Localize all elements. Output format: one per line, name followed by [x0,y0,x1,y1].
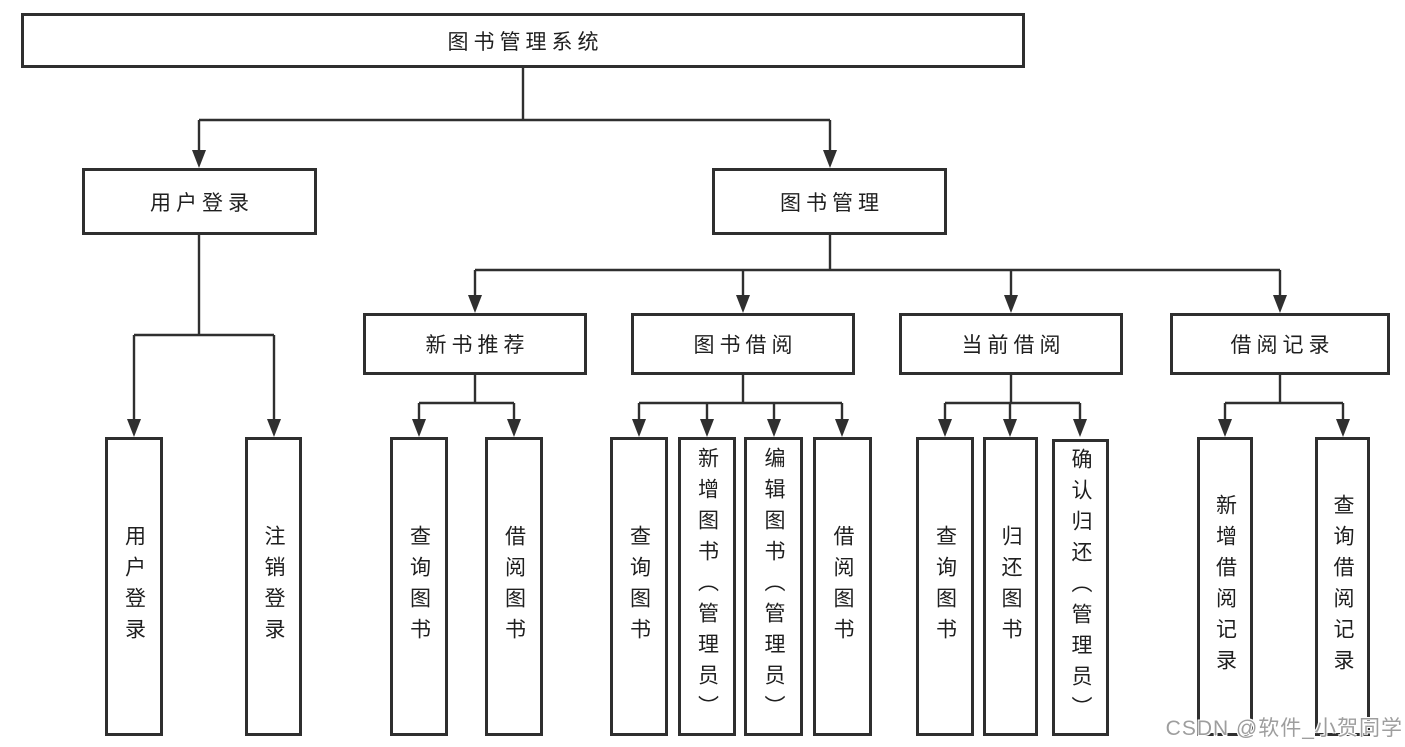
leaf-borrow-add-books-admin: 新增图书（管理员） [678,437,736,736]
leaf-borrow-borrow-books: 借阅图书 [813,437,872,736]
leaf-current-query-books: 查询图书 [916,437,974,736]
connector-book-mgmt-to-level3 [473,235,1282,297]
arrowheads [127,150,1350,437]
leaf-newrec-borrow-books-label: 借阅图书 [502,524,526,649]
leaf-borrow-add-books-admin-label: 新增图书（管理员） [695,447,719,726]
node-book-management-label: 图书管理 [780,191,884,215]
connector-current-borrow-to-leaves [943,375,1082,421]
node-book-borrowing-label: 图书借阅 [693,334,798,357]
leaf-user-login-label: 用户登录 [122,524,146,649]
leaf-current-confirm-return-admin-label: 确认归还（管理员） [1069,448,1092,727]
node-book-management: 图书管理 [712,168,947,235]
connector-records-to-leaves [1223,375,1345,421]
node-root-label: 图书管理系统 [447,30,604,54]
leaf-logout-label: 注销登录 [262,524,285,649]
leaf-borrow-query-books: 查询图书 [610,437,668,736]
leaf-borrow-query-books-label: 查询图书 [627,524,651,649]
leaf-borrow-edit-books-admin-label: 编辑图书（管理员） [762,447,785,726]
leaf-user-login: 用户登录 [105,437,163,736]
node-borrowing-records: 借阅记录 [1170,313,1390,375]
leaf-current-query-books-label: 查询图书 [933,524,957,649]
node-book-borrowing: 图书借阅 [631,313,855,375]
node-new-book-recommend-label: 新书推荐 [425,334,530,357]
node-borrowing-records-label: 借阅记录 [1230,334,1335,357]
leaf-newrec-query-books: 查询图书 [390,437,448,736]
node-new-book-recommend: 新书推荐 [363,313,587,375]
leaf-newrec-query-books-label: 查询图书 [407,524,431,649]
node-user-login: 用户登录 [82,168,317,235]
leaf-current-confirm-return-admin: 确认归还（管理员） [1052,439,1109,736]
leaf-borrow-edit-books-admin: 编辑图书（管理员） [744,437,803,736]
leaf-records-query-record-label: 查询借阅记录 [1331,493,1354,680]
node-user-login-label: 用户登录 [150,191,254,215]
node-current-borrowing: 当前借阅 [899,313,1123,375]
node-root: 图书管理系统 [21,13,1025,68]
leaf-records-query-record: 查询借阅记录 [1315,437,1370,736]
leaf-current-return-books: 归还图书 [983,437,1038,736]
node-current-borrowing-label: 当前借阅 [961,334,1066,357]
leaf-current-return-books-label: 归还图书 [999,524,1022,649]
connector-user-login-to-leaves [132,235,276,421]
connector-book-borrow-to-leaves [637,375,844,421]
leaf-records-add-record-label: 新增借阅记录 [1213,493,1237,680]
watermark: CSDN @软件_小贺同学 [1165,717,1403,740]
leaf-borrow-borrow-books-label: 借阅图书 [831,524,854,649]
leaf-records-add-record: 新增借阅记录 [1197,437,1253,736]
connector-new-book-to-leaves [417,375,516,421]
connector-root-to-level2 [197,68,832,152]
leaf-newrec-borrow-books: 借阅图书 [485,437,543,736]
leaf-logout: 注销登录 [245,437,302,736]
